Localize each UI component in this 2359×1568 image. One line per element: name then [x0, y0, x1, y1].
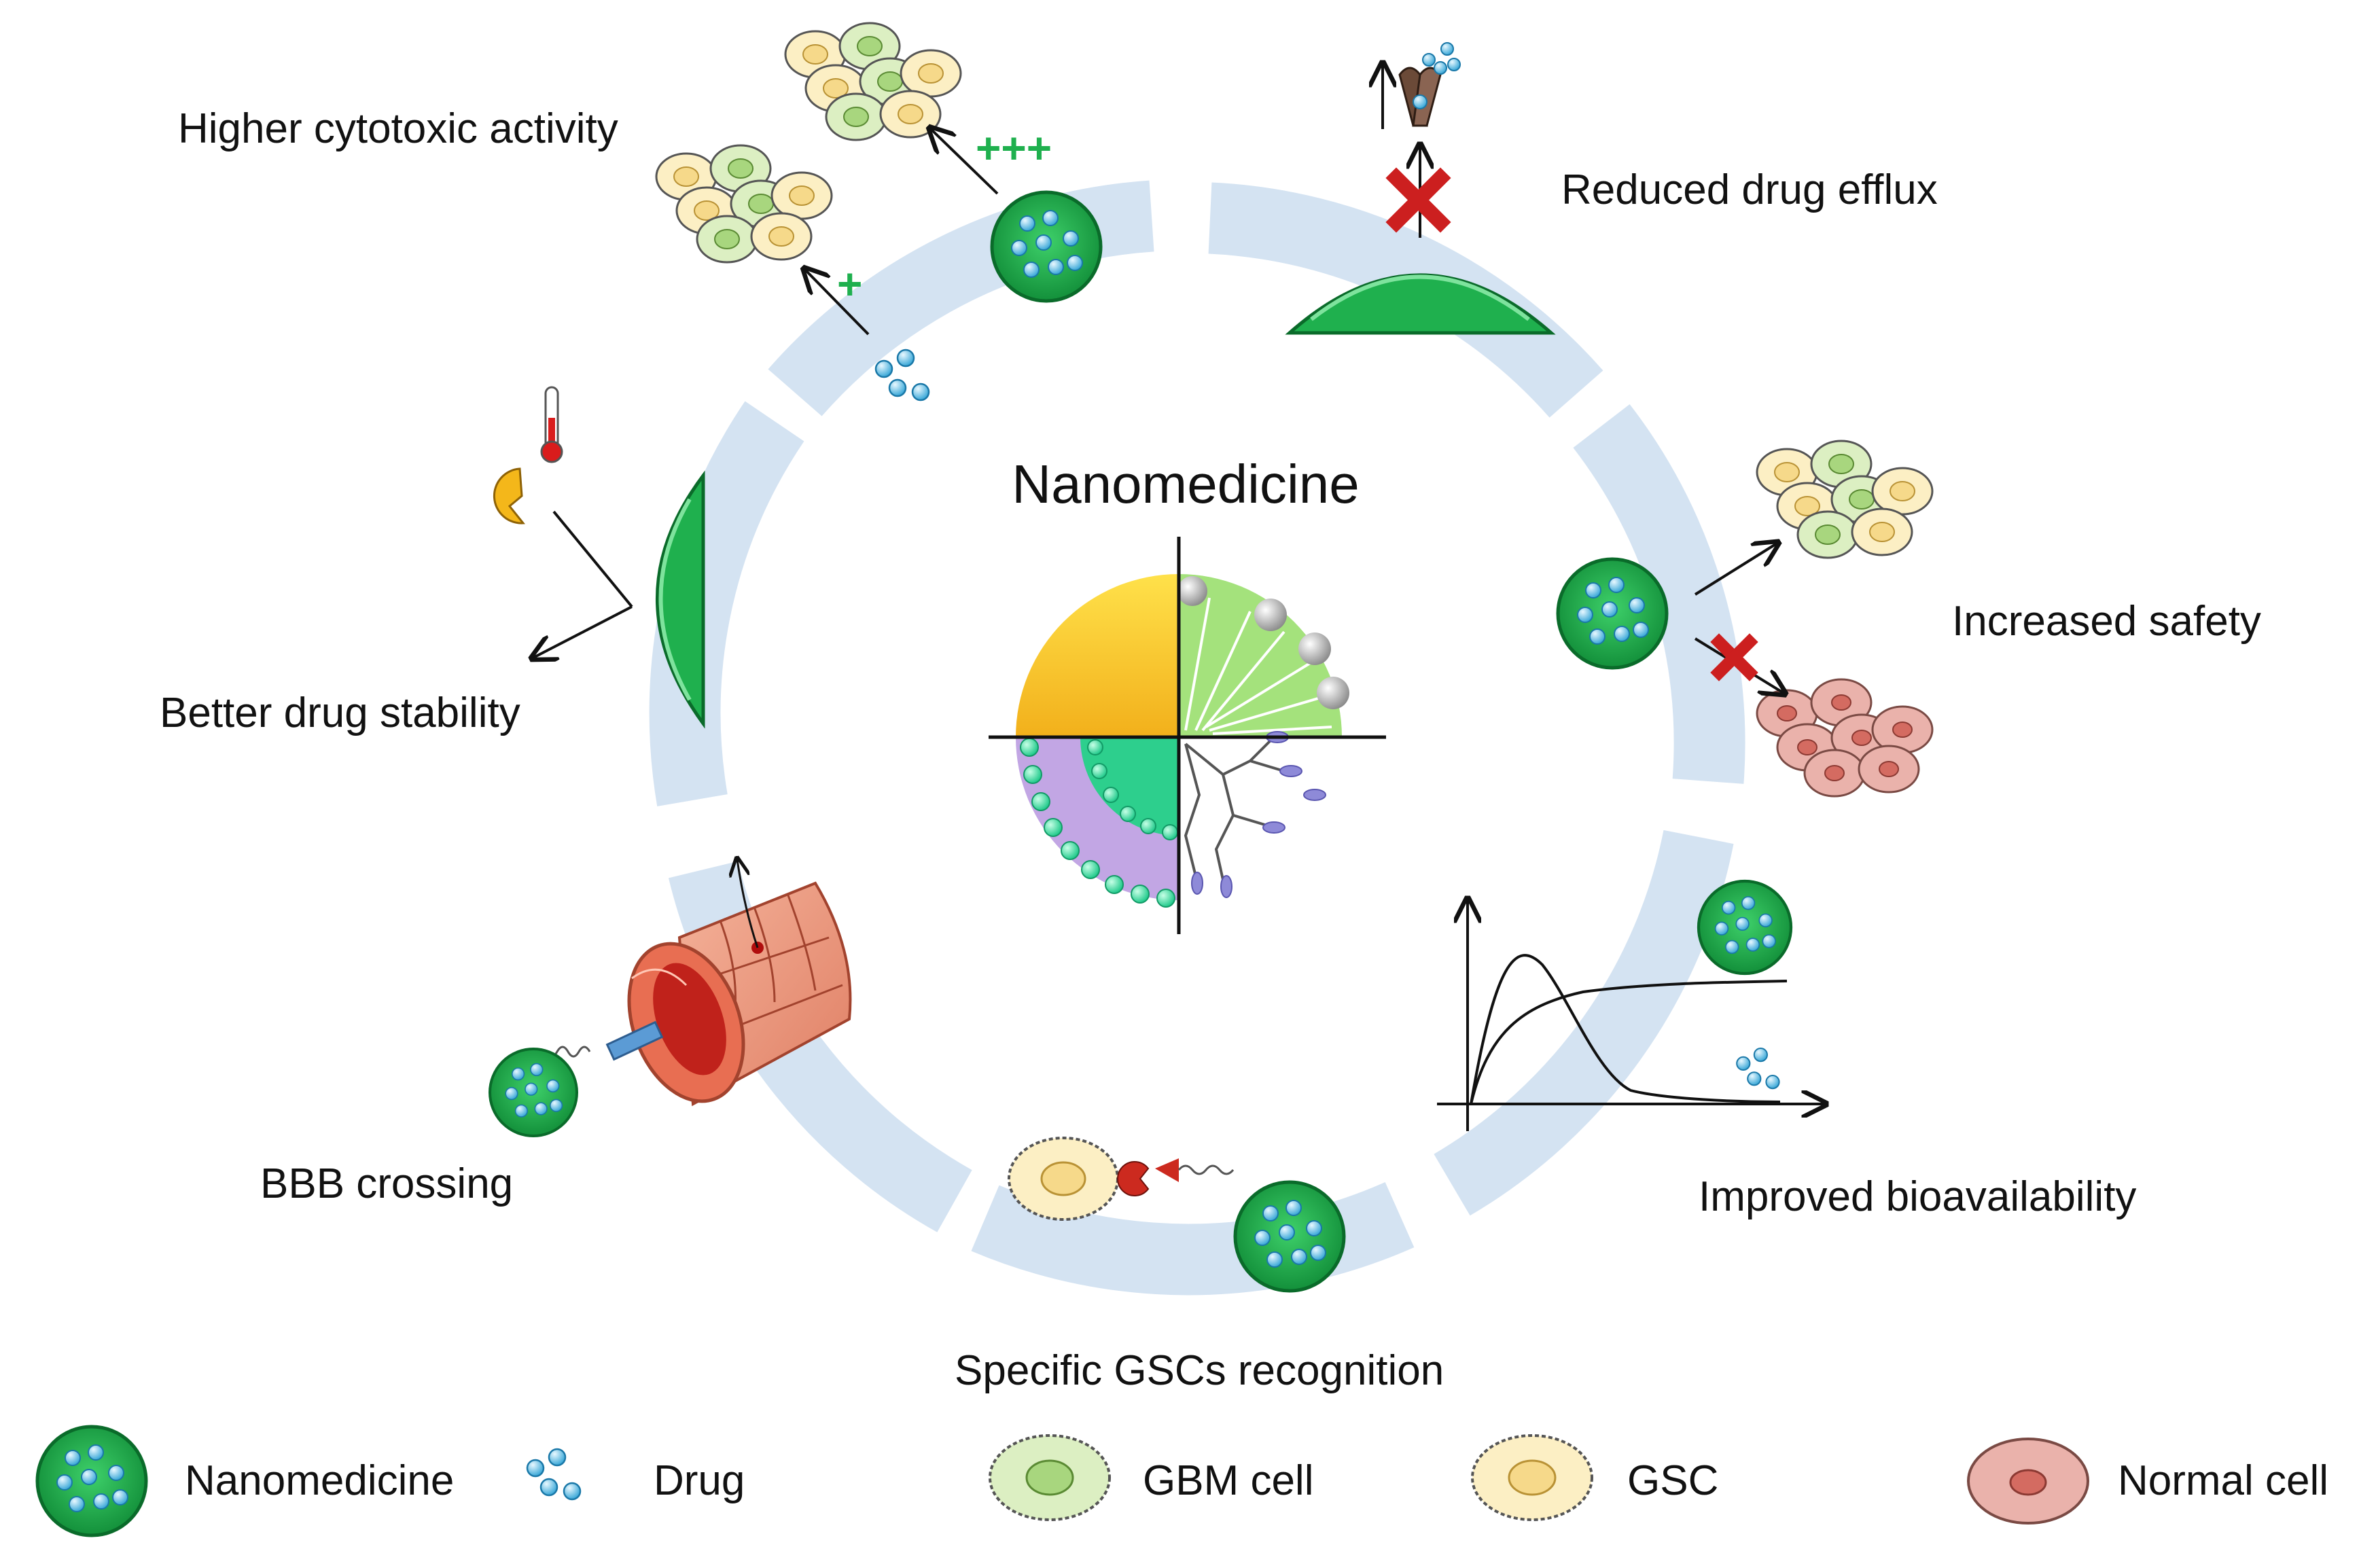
- dendrimer: [1184, 739, 1285, 880]
- nanomedicine-icon: [1699, 881, 1791, 974]
- legend: Nanomedicine Drug GBM cell GSC Normal ce…: [37, 1427, 2328, 1535]
- drug-icon: [1736, 1047, 1780, 1090]
- tumor-cluster-icon: [1757, 441, 1932, 558]
- solid-nanoparticle: [1016, 574, 1179, 737]
- label-cytotoxic: Higher cytotoxic activity: [178, 105, 618, 152]
- membrane-icon: [1285, 273, 1556, 335]
- drug-icon: [526, 1448, 582, 1501]
- gbm-cell-icon: [989, 1434, 1111, 1521]
- increased-safety-group: Increased safety: [1558, 441, 2261, 796]
- arrow-icon: [1694, 544, 1777, 596]
- nanomedicine-icon: [992, 192, 1101, 301]
- nanomedicine-icon: [1235, 1182, 1344, 1291]
- plus-marker: +: [837, 260, 862, 308]
- arrow-icon: [931, 129, 999, 195]
- legend-gsc: GSC: [1627, 1457, 1718, 1504]
- bbb-crossing-group: BBB crossing: [260, 859, 852, 1207]
- drug-stability-group: Better drug stability: [160, 386, 705, 736]
- label-stability: Better drug stability: [160, 690, 520, 736]
- normal-cell-icon: [1967, 1438, 2089, 1525]
- label-efflux: Reduced drug efflux: [1561, 166, 1938, 213]
- legend-gbm: GBM cell: [1143, 1457, 1313, 1504]
- bioavailability-group: Improved bioavailability: [1437, 881, 2136, 1220]
- drug-curve: [1470, 954, 1781, 1105]
- nanomedicine-curve: [1470, 980, 1788, 1105]
- ligand-icon: [1155, 1158, 1179, 1182]
- ring-segment: [1573, 404, 1745, 784]
- receptor-icon: [1117, 1161, 1150, 1196]
- enzyme-icon: [493, 467, 525, 524]
- cross-icon: [1385, 167, 1451, 233]
- gsc-icon: [1471, 1434, 1593, 1521]
- arrow-icon: [805, 270, 870, 336]
- thermometer-icon: [540, 386, 563, 463]
- legend-normal: Normal cell: [2118, 1457, 2328, 1504]
- plus-marker: +++: [976, 124, 1052, 173]
- drug-icon: [874, 349, 930, 402]
- drug-efflux-group: Reduced drug efflux: [1285, 42, 1938, 335]
- nanoparticle-types-icon: [989, 537, 1386, 934]
- nanomedicine-icon: [490, 1049, 577, 1136]
- normal-cell-cluster-icon: [1757, 679, 1932, 796]
- label-bioavailability: Improved bioavailability: [1699, 1173, 2136, 1220]
- nanomedicine-icon: [1558, 559, 1667, 668]
- label-bbb: BBB crossing: [260, 1160, 513, 1207]
- blood-vessel-icon: [627, 859, 852, 1107]
- legend-nanomedicine: Nanomedicine: [185, 1457, 454, 1504]
- efflux-pump-icon: [1398, 67, 1442, 127]
- nanomedicine-icon: [37, 1427, 146, 1535]
- title: Nanomedicine: [1012, 454, 1359, 514]
- transporter-icon: [605, 1020, 664, 1061]
- tumor-cluster-icon: [785, 23, 961, 140]
- cytotoxic-activity-group: +++ + Higher cytotoxic activity: [178, 23, 1101, 402]
- ring-segment: [1208, 182, 1603, 418]
- gsc-recognition-group: Specific GSCs recognition: [955, 1137, 1444, 1394]
- gsc-icon: [1008, 1137, 1119, 1221]
- tumor-cluster-icon: [656, 145, 832, 262]
- label-safety: Increased safety: [1952, 598, 2261, 645]
- label-gsc: Specific GSCs recognition: [955, 1347, 1444, 1394]
- legend-drug: Drug: [654, 1457, 745, 1504]
- ring-segment: [1434, 830, 1734, 1216]
- polymeric-nanoparticle: [1179, 574, 1342, 737]
- cross-icon: [1710, 633, 1758, 681]
